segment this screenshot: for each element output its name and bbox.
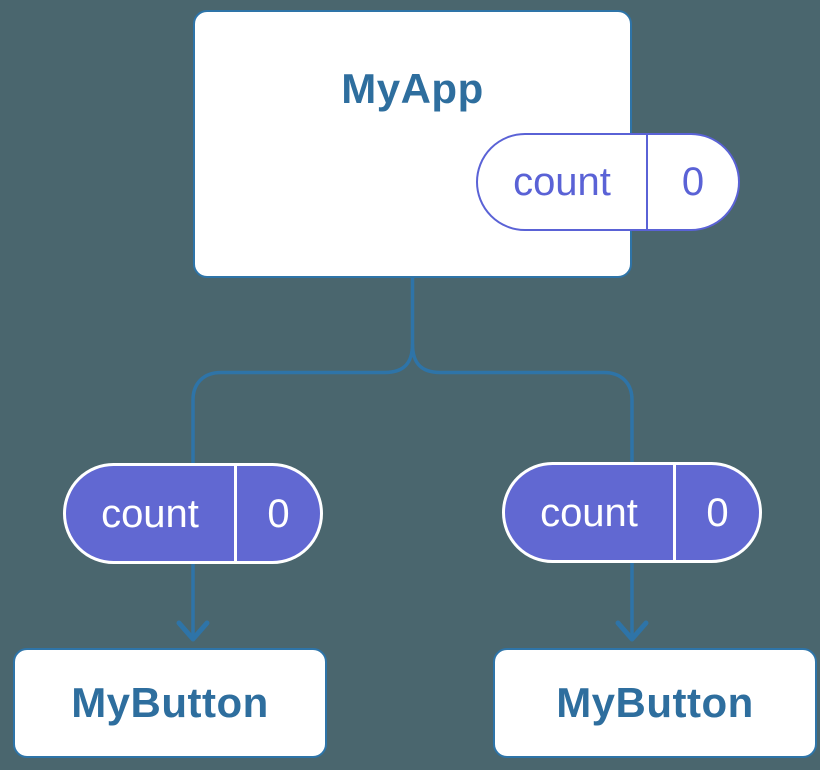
parent-component-box: MyApp count 0	[193, 10, 740, 278]
prop-value-right: 0	[706, 490, 729, 535]
parent-state-value: 0	[681, 160, 705, 204]
branch-right-line	[410, 343, 634, 637]
child-component-title-right: MyButton	[556, 679, 754, 726]
arrowhead-left-icon	[176, 620, 210, 642]
prop-value-left: 0	[267, 491, 290, 536]
branch-left-line	[191, 343, 415, 637]
parent-component-title: MyApp	[341, 65, 484, 112]
prop-name-left: count	[66, 466, 237, 561]
prop-pill-right: count 0	[502, 462, 762, 563]
prop-name-right: count	[505, 465, 676, 560]
prop-pill-left: count 0	[63, 463, 323, 564]
parent-state-name: count	[478, 135, 648, 229]
parent-state-pill: count 0	[476, 133, 740, 231]
child-component-title-left: MyButton	[71, 679, 269, 726]
arrowhead-right-icon	[615, 620, 649, 642]
child-component-box-left: MyButton	[13, 648, 327, 758]
child-component-box-right: MyButton	[493, 648, 817, 758]
